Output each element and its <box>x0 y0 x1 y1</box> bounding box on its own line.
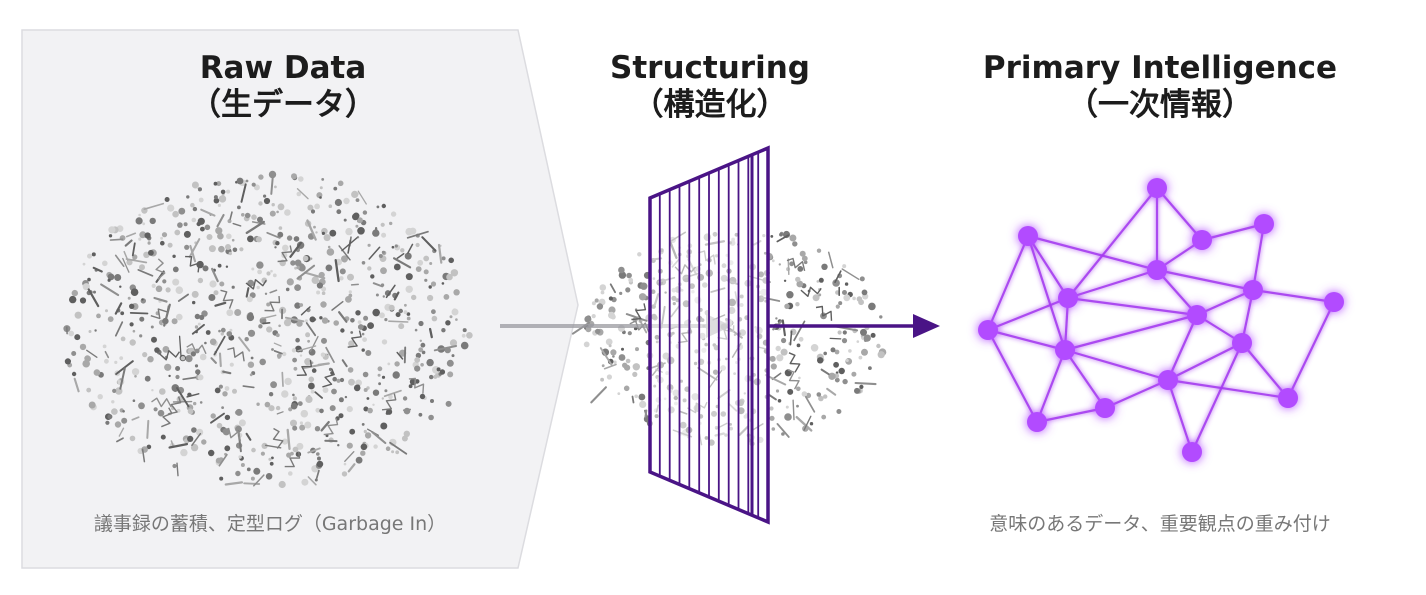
raw-data-particle-cloud <box>63 170 473 489</box>
network-node <box>1055 340 1075 360</box>
network-graph-icon <box>978 178 1344 462</box>
raw-data-caption: 議事録の蓄積、定型ログ（Garbage In） <box>93 513 447 535</box>
stage-title-raw-data: Raw Data （生データ） <box>118 50 448 124</box>
network-node <box>1147 260 1167 280</box>
network-node <box>1182 442 1202 462</box>
network-node <box>1324 292 1344 312</box>
raw-data-panel <box>21 29 579 569</box>
primary-intelligence-caption: 意味のあるデータ、重要観点の重み付け <box>989 513 1331 535</box>
network-node <box>1187 305 1207 325</box>
filter-grid-icon <box>648 145 770 525</box>
primary-intelligence-title: Primary Intelligence <box>982 50 1338 86</box>
network-node <box>1058 288 1078 308</box>
network-node <box>1095 398 1115 418</box>
output-arrow <box>768 314 940 338</box>
network-node <box>1278 388 1298 408</box>
network-node <box>1018 226 1038 246</box>
network-node <box>1254 214 1274 234</box>
network-node <box>1232 333 1252 353</box>
structuring-title: Structuring <box>610 50 810 86</box>
raw-data-subtitle: （生データ） <box>190 87 376 123</box>
network-node <box>1027 412 1047 432</box>
network-node <box>1192 230 1212 250</box>
network-node <box>978 320 998 340</box>
network-node <box>1158 370 1178 390</box>
network-node <box>1243 280 1263 300</box>
stage-title-structuring: Structuring （構造化） <box>560 50 860 124</box>
primary-intelligence-subtitle: （一次情報） <box>1067 87 1253 123</box>
structuring-subtitle: （構造化） <box>632 87 788 123</box>
stage-title-primary-intelligence: Primary Intelligence （一次情報） <box>960 50 1360 124</box>
network-node <box>1147 178 1167 198</box>
raw-data-title: Raw Data <box>199 50 367 86</box>
